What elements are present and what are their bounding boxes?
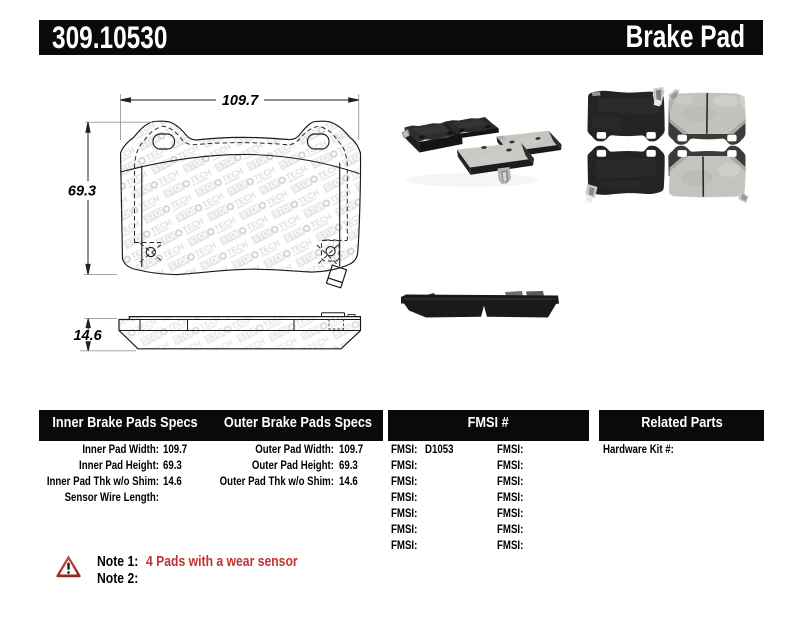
svg-text:14.6: 14.6 bbox=[73, 328, 102, 344]
svg-text:69.3: 69.3 bbox=[68, 184, 96, 200]
svg-text:109.7: 109.7 bbox=[222, 93, 259, 109]
